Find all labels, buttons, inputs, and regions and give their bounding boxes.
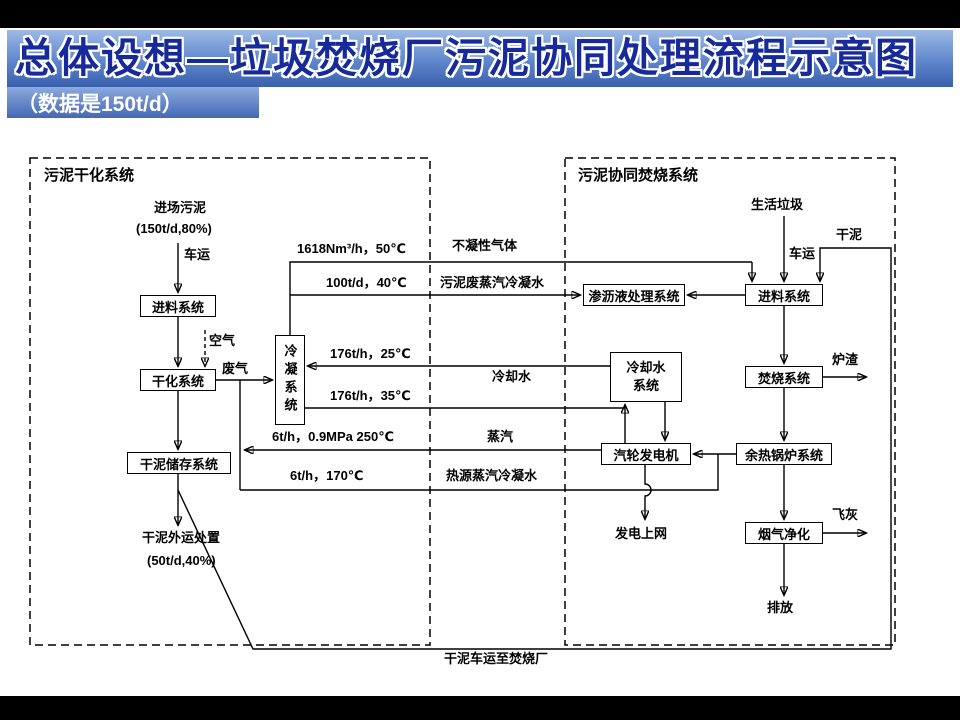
domestic-waste-label: 生活垃圾 [751,197,804,212]
slide-subtitle-block: （数据是150t/d） [7,87,259,118]
disposal-label: 干泥外运处置 [142,530,221,545]
cooling-system-box: 冷却水系统 [610,352,682,402]
cooling-water-label: 冷却水 [492,369,532,384]
ncg-spec-label: 1618Nm³/h，50℃ [297,241,406,256]
turbine-label: 汽轮发电机 [613,447,679,463]
feed-system-left-label: 进料系统 [151,299,204,315]
feed-system-box-left: 进料系统 [140,295,216,317]
turbine-box: 汽轮发电机 [601,443,691,465]
left-system-border [29,157,431,646]
right-system-title: 污泥协同焚烧系统 [578,167,699,184]
power-grid-label: 发电上网 [615,526,668,541]
flue-gas-box: 烟气净化 [745,522,823,544]
dryer-box: 干化系统 [140,369,216,391]
line-turbine-to-grid [645,465,652,519]
incinerator-label: 焚烧系统 [757,370,810,386]
bottom-black-bar [0,696,960,720]
dry-sludge-label: 干泥 [836,227,863,242]
slide-header: 总体设想—垃圾焚烧厂污泥协同处理流程示意图 [7,30,953,87]
left-system-title: 污泥干化系统 [44,167,135,184]
ssc-label: 污泥废蒸汽冷凝水 [440,275,545,290]
hsc-spec-label: 6t/h，170℃ [290,468,364,483]
line-dry-sludge-route [177,247,892,650]
top-black-bar [0,0,960,28]
emission-label: 排放 [767,600,794,615]
boiler-box: 余热锅炉系统 [736,443,832,465]
bottom-route-label: 干泥车运至焚烧厂 [444,651,549,666]
right-system-border [564,157,896,646]
slag-label: 炉渣 [832,352,859,367]
flue-gas-label: 烟气净化 [757,526,810,542]
storage-label: 干泥储存系统 [139,456,218,472]
disposal-spec: (50t/d,40%) [147,553,216,568]
fly-ash-label: 飞灰 [832,507,859,522]
cooling-supply-spec: 176t/h，25℃ [330,346,411,361]
truck-label-left: 车运 [184,247,211,262]
steam-label: 蒸汽 [487,429,514,444]
leachate-box: 渗沥液处理系统 [583,284,685,306]
cooling-return-spec: 176t/h，35℃ [330,388,411,403]
waste-gas-label: 废气 [222,361,249,376]
ncg-label: 不凝性气体 [452,238,518,253]
feed-system-box-right: 进料系统 [745,284,823,306]
slide-subtitle: （数据是150t/d） [17,92,183,116]
line-noncondensable-gas [289,261,752,335]
line-heat-steam-condensate [240,454,719,491]
storage-box: 干泥储存系统 [127,452,231,474]
incoming-sludge-label: 进场污泥 [154,200,207,215]
air-label: 空气 [209,333,236,348]
ssc-spec-label: 100t/d，40℃ [326,275,407,290]
steam-spec-label: 6t/h，0.9MPa 250℃ [272,429,394,444]
hsc-label: 热源蒸汽冷凝水 [446,468,538,483]
leachate-label: 渗沥液处理系统 [588,288,680,304]
truck-label-right: 车运 [789,246,816,261]
cooling-system-label: 冷却水系统 [626,359,666,393]
incinerator-box: 焚烧系统 [745,366,823,388]
incoming-sludge-spec: (150t/d,80%) [136,221,212,236]
condenser-box: 冷凝系统 [275,335,305,425]
slide-title: 总体设想—垃圾焚烧厂污泥协同处理流程示意图 [15,35,918,81]
feed-system-right-label: 进料系统 [757,288,810,304]
boiler-label: 余热锅炉系统 [744,447,823,463]
dryer-label: 干化系统 [151,373,204,389]
